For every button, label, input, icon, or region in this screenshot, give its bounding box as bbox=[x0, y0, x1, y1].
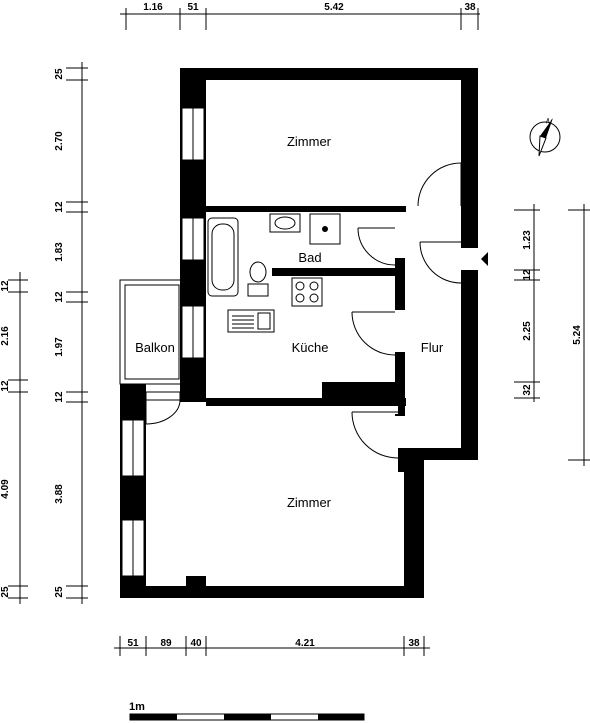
dim-bottom-5: 38 bbox=[408, 638, 420, 649]
windows bbox=[121, 107, 205, 577]
dim-left-outer-5: 25 bbox=[0, 586, 11, 598]
dimension-lines bbox=[8, 8, 590, 656]
room-label-zimmer-top: Zimmer bbox=[287, 134, 332, 149]
room-label-bad: Bad bbox=[298, 250, 321, 265]
dim-bottom-3: 40 bbox=[190, 638, 202, 649]
dim-top-2: 51 bbox=[187, 2, 199, 13]
dim-right-inner-4: 32 bbox=[522, 384, 533, 396]
dim-left-inner-2: 2.70 bbox=[54, 131, 65, 151]
balcony bbox=[119, 279, 185, 385]
fixtures bbox=[207, 213, 341, 333]
dimension-labels: 1.16 51 5.42 38 51 89 40 4.21 38 25 2.70… bbox=[0, 2, 583, 649]
room-labels: Zimmer Bad Küche Flur Balkon Zimmer bbox=[135, 134, 444, 510]
dim-top-1: 1.16 bbox=[143, 2, 163, 13]
dim-left-outer-2: 2.16 bbox=[0, 326, 11, 346]
north-label: N bbox=[545, 116, 554, 127]
stove bbox=[291, 277, 323, 307]
north-arrow-icon: N bbox=[529, 116, 561, 157]
dim-left-inner-5: 12 bbox=[54, 291, 65, 303]
dim-left-outer-4: 4.09 bbox=[0, 479, 11, 499]
dim-top-3: 5.42 bbox=[324, 2, 344, 13]
dim-left-inner-8: 3.88 bbox=[54, 484, 65, 504]
room-label-kueche: Küche bbox=[292, 340, 329, 355]
dim-left-inner-4: 1.83 bbox=[54, 242, 65, 262]
dim-left-inner-6: 1.97 bbox=[54, 337, 65, 357]
dim-left-inner-3: 12 bbox=[54, 201, 65, 213]
scale-label: 1m bbox=[129, 701, 145, 713]
dim-right-outer-1: 5.24 bbox=[572, 325, 583, 345]
room-label-flur: Flur bbox=[421, 340, 444, 355]
dim-bottom-2: 89 bbox=[160, 638, 172, 649]
dim-bottom-1: 51 bbox=[127, 638, 139, 649]
dim-right-inner-3: 2.25 bbox=[522, 321, 533, 341]
toilet bbox=[249, 261, 267, 283]
scale-bar: 1m bbox=[129, 701, 365, 721]
dim-left-inner-1: 25 bbox=[54, 68, 65, 80]
dim-bottom-4: 4.21 bbox=[295, 638, 315, 649]
dim-left-outer-3: 12 bbox=[0, 380, 11, 392]
doors bbox=[145, 162, 488, 459]
room-label-balkon: Balkon bbox=[135, 340, 175, 355]
dim-left-inner-7: 12 bbox=[54, 391, 65, 403]
dim-right-inner-1: 1.23 bbox=[522, 230, 533, 250]
dim-left-outer-1: 12 bbox=[0, 280, 11, 292]
dim-left-inner-9: 25 bbox=[54, 586, 65, 598]
room-label-zimmer-bottom: Zimmer bbox=[287, 495, 332, 510]
dim-right-inner-2: 12 bbox=[522, 269, 533, 281]
dim-top-4: 38 bbox=[464, 2, 476, 13]
